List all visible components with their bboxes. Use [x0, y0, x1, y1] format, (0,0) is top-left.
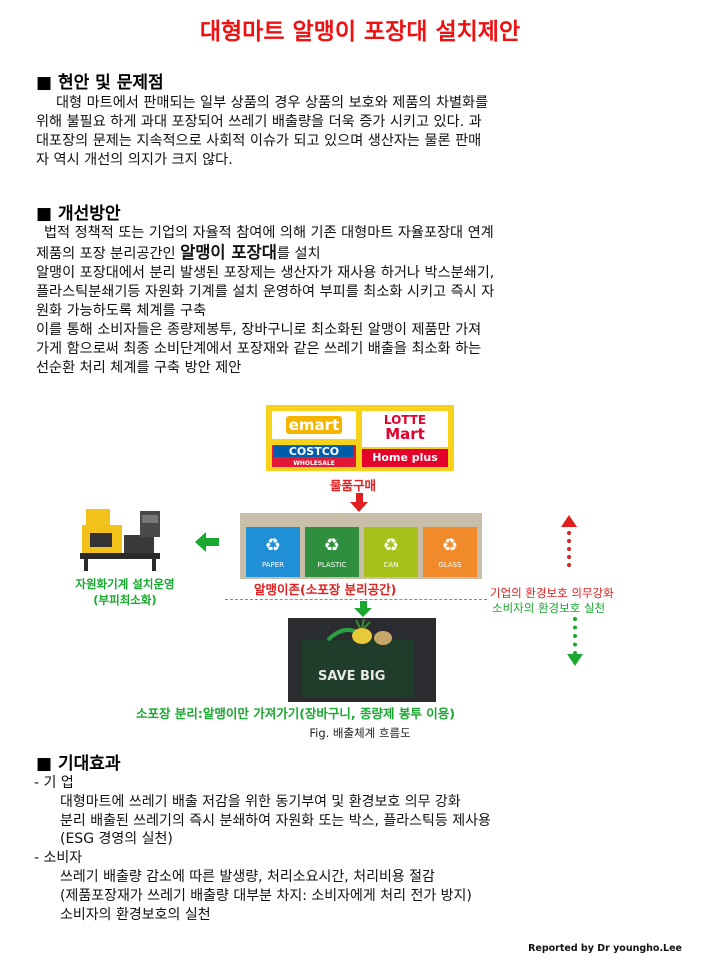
- section-heading-issues: ■ 현안 및 문제점: [36, 73, 164, 93]
- arrow-stem: [360, 601, 367, 609]
- highlight-term: 알맹이 포장대: [180, 243, 277, 262]
- effects-item: (ESG 경영의 실천): [60, 831, 173, 848]
- flow-diagram: emart LOTTE Mart COSTCO WHOLESALE Home p…: [60, 405, 680, 721]
- improvement-line: 가게 함으로써 최종 소비단계에서 포장재와 같은 쓰레기 배출을 최소화 하는: [36, 341, 482, 357]
- improvement-line: 선순환 처리 체계를 구축 방안 제안: [36, 360, 242, 376]
- bin-can: ♻ CAN: [364, 527, 418, 577]
- down-arrow-icon: [354, 608, 372, 617]
- improvement-line-post: 를 설치: [276, 246, 321, 262]
- arrow-stem: [356, 493, 363, 503]
- improvement-line: 알맹이 포장대에서 분리 발생된 포장제는 생산자가 재사용 하거나 박스분쇄기…: [36, 265, 495, 281]
- effects-subheading: - 기 업: [34, 775, 74, 791]
- lotte-logo-top: LOTTE: [383, 413, 427, 427]
- improvement-line: 이를 통해 소비자들은 종량제봉투, 장바구니로 최소화된 알맹이 제품만 가져: [36, 322, 482, 338]
- left-arrow-icon: [195, 532, 219, 552]
- improvement-line: 플라스틱분쇄기등 자원화 기계를 설치 운영하여 부피를 최소화 시키고 즉시 …: [36, 284, 495, 300]
- bin-paper: ♻ PAPER: [246, 527, 300, 577]
- shopping-bag-image: SAVE BIG: [288, 618, 436, 702]
- effects-subheading: - 소비자: [34, 850, 83, 867]
- section-heading-improvement: ■ 개선방안: [36, 204, 121, 224]
- issues-paragraph: 대형 마트에서 판매되는 일부 상품의 경우 상품의 보호와 제품의 차별화를 …: [36, 94, 686, 170]
- effects-item: 대형마트에 쓰레기 배출 저감을 위한 동기부여 및 환경보호 의무 강화: [60, 793, 461, 810]
- improvement-line: 원화 가능하도록 체계를 구축: [36, 303, 207, 319]
- report-footer: Reported by Dr youngho.Lee: [528, 943, 682, 954]
- retailer-logos: emart LOTTE Mart COSTCO WHOLESALE Home p…: [266, 405, 454, 471]
- costco-logo-text: COSTCO: [274, 446, 354, 457]
- improvement-line: 법적 정책적 또는 기업의 자율적 참여에 의해 기존 대형마트 자율포장대 연…: [44, 225, 494, 241]
- bin-label: GLASS: [438, 561, 462, 569]
- effects-item: 소비자의 환경보호의 실천: [60, 906, 211, 923]
- recycle-icon: ♻: [264, 535, 282, 556]
- improvement-line-pre: 제품의 포장 분리공간인: [36, 246, 181, 262]
- emart-logo-text: emart: [285, 416, 343, 434]
- effects-item: (제품포장재가 쓰레기 배출량 대부분 차지: 소비자에게 처리 전가 방지): [60, 887, 472, 904]
- page-title: 대형마트 알맹이 포장대 설치제안: [199, 19, 521, 45]
- corporate-duty-label: 기업의 환경보호 의무강화: [490, 586, 614, 600]
- bag-print-text: SAVE BIG: [318, 669, 385, 684]
- emart-logo: emart: [272, 411, 356, 439]
- recycle-bins-photo: ♻ PAPER ♻ PLASTIC ♻ CAN ♻ GLASS: [240, 513, 482, 579]
- purchase-label: 물품구매: [330, 478, 377, 493]
- dashed-divider: [225, 599, 487, 600]
- zone-label: 알맹이존(소포장 분리공간): [254, 582, 397, 597]
- improvement-line: 제품의 포장 분리공간인 알맹이 포장대를 설치: [36, 243, 686, 264]
- recycle-icon: ♻: [323, 535, 341, 556]
- costco-logo-sub: WHOLESALE: [293, 460, 335, 467]
- lotte-mart-logo: LOTTE Mart: [362, 411, 448, 447]
- consumer-practice-label: 소비자의 환경보호 실천: [492, 601, 606, 615]
- bin-label: PAPER: [261, 561, 285, 569]
- shredder-machine-image: [80, 509, 160, 571]
- figure-caption: Fig. 배출체계 흐름도: [309, 726, 411, 740]
- effects-item: 분리 배출된 쓰레기의 즉시 분쇄하여 자원화 또는 박스, 플라스틱등 제사용: [60, 812, 491, 829]
- section-heading-effects: ■ 기대효과: [36, 754, 121, 774]
- dotted-stem-up: [567, 523, 577, 567]
- effects-item: 쓰레기 배출량 감소에 따른 발생량, 처리소요시간, 처리비용 절감: [60, 868, 435, 885]
- bin-label: CAN: [383, 561, 399, 569]
- issues-line: 대포장의 문제는 지속적으로 사회적 이슈가 되고 있으며 생산자는 물론 판매: [36, 133, 482, 149]
- down-arrow-icon: [567, 654, 583, 666]
- effects-list: - 기 업 대형마트에 쓰레기 배출 저감을 위한 동기부여 및 환경보호 의무…: [34, 774, 686, 924]
- recycle-icon: ♻: [382, 535, 400, 556]
- bin-label: PLASTIC: [317, 561, 347, 569]
- bin-plastic: ♻ PLASTIC: [305, 527, 359, 577]
- down-arrow-icon: [350, 502, 368, 512]
- costco-logo: COSTCO WHOLESALE: [272, 445, 356, 467]
- machine-caption: 자원화기계 설치운영 (부피최소화): [60, 576, 190, 608]
- dotted-stem-down: [573, 617, 583, 655]
- issues-line: 위해 불필요 하게 과대 포장되어 쓰레기 배출량을 더욱 증가 시키고 있다.…: [36, 114, 482, 130]
- issues-line: 대형 마트에서 판매되는 일부 상품의 경우 상품의 보호와 제품의 차별화를: [56, 95, 489, 111]
- bin-glass: ♻ GLASS: [423, 527, 477, 577]
- up-arrow-icon: [561, 515, 577, 527]
- bottom-caption: 소포장 분리:알맹이만 가져가기(장바구니, 종량제 봉투 이용): [136, 706, 455, 721]
- lotte-logo-bottom: Mart: [385, 425, 425, 443]
- homeplus-logo: Home plus: [362, 449, 448, 467]
- machine-caption-line2: (부피최소화): [93, 593, 157, 607]
- issues-line: 자 역시 개선의 의지가 크지 않다.: [36, 152, 233, 168]
- machine-caption-line1: 자원화기계 설치운영: [75, 577, 175, 591]
- improvement-paragraph: 법적 정책적 또는 기업의 자율적 참여에 의해 기존 대형마트 자율포장대 연…: [36, 224, 686, 378]
- recycle-icon: ♻: [441, 535, 459, 556]
